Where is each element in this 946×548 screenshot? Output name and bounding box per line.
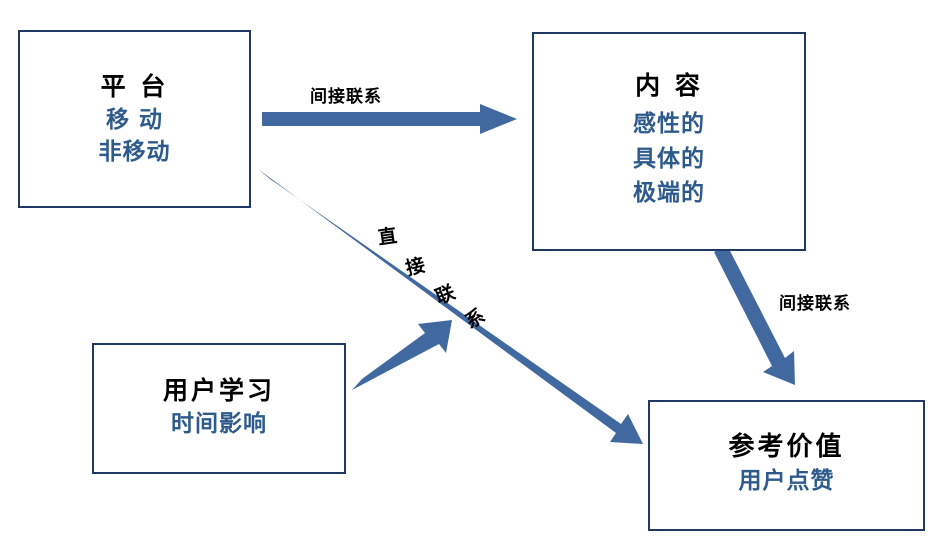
node-reference-value-title: 参考价值 bbox=[728, 432, 845, 463]
edge-label-direct-glyph-0: 直 bbox=[376, 224, 399, 250]
node-content-title: 内 容 bbox=[635, 71, 703, 101]
node-user-learning[interactable]: 用户学习 时间影响 bbox=[92, 343, 346, 474]
arrow-platform-to-content bbox=[262, 104, 517, 134]
edge-label-direct-glyph-3: 系 bbox=[461, 304, 489, 334]
node-reference-value[interactable]: 参考价值 用户点赞 bbox=[648, 400, 925, 531]
node-platform-sub-1: 非移动 bbox=[98, 139, 171, 166]
edge-label-content-to-reference-value: 间接联系 bbox=[779, 294, 851, 314]
node-content-sub-2: 极端的 bbox=[633, 180, 705, 207]
node-content[interactable]: 内 容 感性的 具体的 极端的 bbox=[532, 32, 806, 251]
edge-label-direct-glyph-1: 接 bbox=[403, 254, 428, 280]
node-content-sub-1: 具体的 bbox=[633, 145, 705, 172]
node-platform-title: 平 台 bbox=[100, 71, 169, 101]
node-platform[interactable]: 平 台 移 动 非移动 bbox=[18, 30, 251, 208]
node-user-learning-title: 用户学习 bbox=[162, 375, 275, 405]
arrow-content-to-reference-value bbox=[714, 245, 795, 385]
edge-label-platform-to-reference-value: 直 接 联 系 bbox=[376, 224, 528, 338]
edge-label-direct-glyph-2: 联 bbox=[432, 281, 459, 309]
node-reference-value-sub-0: 用户点赞 bbox=[738, 468, 835, 495]
node-user-learning-sub-0: 时间影响 bbox=[171, 410, 267, 437]
edge-label-platform-to-content: 间接联系 bbox=[310, 87, 382, 107]
node-content-sub-0: 感性的 bbox=[633, 111, 705, 138]
node-platform-sub-0: 移 动 bbox=[105, 106, 163, 133]
